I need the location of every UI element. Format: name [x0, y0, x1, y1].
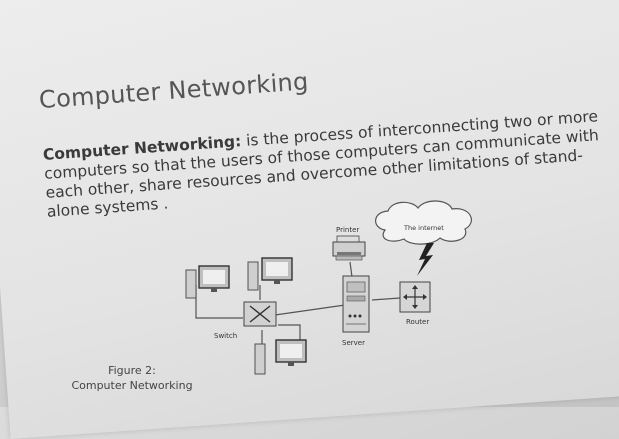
internet-label: The internet	[403, 224, 444, 232]
router-icon	[399, 281, 431, 313]
server-icon	[342, 275, 370, 333]
switch-label: Switch	[214, 332, 237, 340]
network-links	[195, 261, 401, 352]
switch-icon	[243, 301, 277, 327]
figure-caption-number: Figure 2:	[108, 364, 156, 377]
server-label: Server	[342, 339, 365, 347]
network-diagram: The internet Router Printer Server	[185, 200, 472, 375]
figure-caption-title: Computer Networking	[71, 379, 193, 392]
router-label: Router	[406, 318, 429, 326]
computer-icon	[254, 339, 307, 375]
computer-icon	[185, 265, 230, 299]
cloud-icon	[375, 200, 472, 245]
printer-label: Printer	[336, 226, 359, 234]
computer-icon	[247, 257, 293, 291]
lightning-icon	[417, 243, 434, 276]
printer-icon	[332, 235, 366, 261]
figure-caption: Figure 2: Computer Networking	[62, 363, 202, 393]
